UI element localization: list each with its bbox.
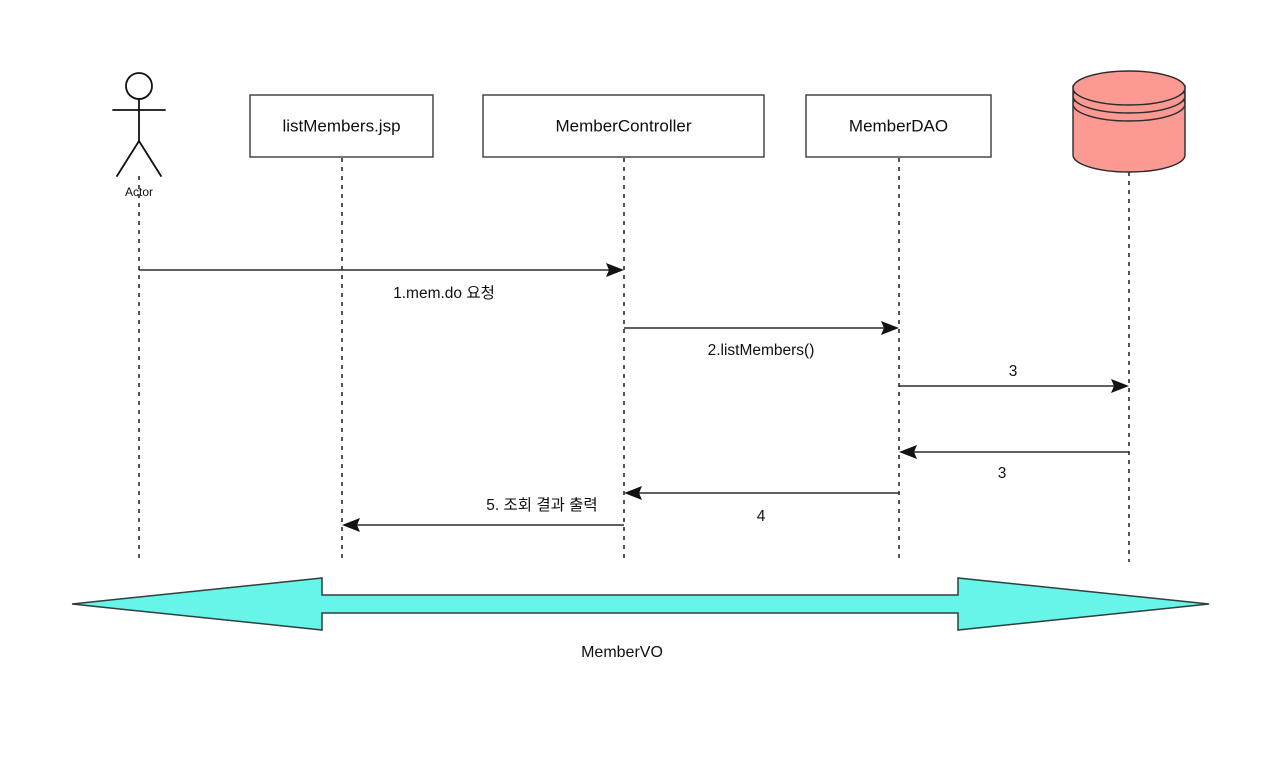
listmembers-jsp-label: listMembers.jsp: [282, 116, 400, 135]
message-3a[interactable]: 3: [899, 363, 1129, 393]
memberdao-box: [805, 94, 992, 158]
message-3a-arrowhead: [1111, 379, 1129, 393]
message-3b-arrowhead: [899, 445, 917, 459]
membercontroller-box: [482, 94, 765, 158]
message-1-arrowhead: [606, 263, 624, 277]
actor-leg-left-line: [116, 140, 140, 177]
membercontroller-label: MemberController: [555, 116, 691, 135]
database-ring-1: [1072, 70, 1186, 106]
message-2[interactable]: 2.listMembers(): [624, 321, 899, 359]
actor-head-icon: [125, 72, 153, 100]
message-5-arrowhead: [342, 518, 360, 532]
participant-box-listmembers-jsp[interactable]: listMembers.jsp: [249, 94, 434, 158]
listmembers-jsp-box: [249, 94, 434, 158]
actor-label: Actor: [125, 185, 153, 199]
message-5-label: 5. 조회 결과 출력: [486, 496, 597, 514]
membervo-arrow-shape: [71, 577, 1210, 631]
participant-box-membercontroller[interactable]: MemberController: [482, 94, 765, 158]
actor-leg-right-line: [138, 140, 162, 177]
lifelines: [138, 158, 1130, 562]
database-cylinder-icon[interactable]: [1072, 70, 1186, 173]
memberdao-label: MemberDAO: [849, 116, 948, 135]
message-5[interactable]: 5. 조회 결과 출력: [342, 496, 624, 532]
message-4-arrowhead: [624, 486, 642, 500]
message-3b[interactable]: 3: [899, 445, 1129, 482]
message-1-label: 1.mem.do 요청: [393, 284, 495, 302]
message-2-label: 2.listMembers(): [708, 342, 815, 359]
message-3b-label: 3: [998, 465, 1007, 482]
membervo-label: MemberVO: [581, 644, 663, 661]
message-3a-label: 3: [1009, 363, 1018, 380]
message-2-arrowhead: [881, 321, 899, 335]
message-4[interactable]: 4: [624, 486, 899, 525]
participant-box-memberdao[interactable]: MemberDAO: [805, 94, 992, 158]
membervo-double-arrow[interactable]: [71, 577, 1210, 631]
actor-figure[interactable]: Actor: [112, 72, 166, 199]
message-1[interactable]: 1.mem.do 요청: [139, 263, 624, 302]
message-4-label: 4: [757, 508, 766, 525]
